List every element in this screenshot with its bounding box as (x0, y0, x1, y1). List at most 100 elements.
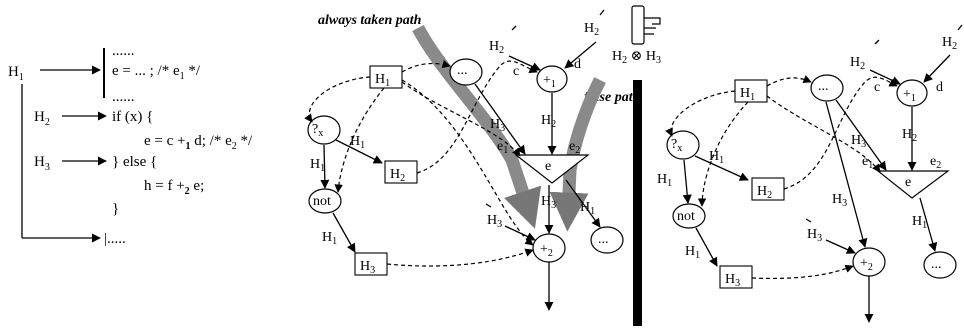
h2-arrow-into-plus1-b (564, 41, 597, 69)
r-h3-box-label: H3 (725, 272, 740, 289)
r-h1-to-not-dashed (697, 101, 749, 207)
pointing-hand-fingers (644, 17, 661, 35)
r-dots-to-plus2-arrow (825, 101, 868, 248)
r-dots-node-bottom (923, 251, 957, 279)
plus1-node (536, 65, 568, 93)
r-dots-node-top (810, 74, 844, 102)
code-line-e2: e = c +1 d; /* e2 */ (144, 133, 253, 152)
code-line-h: h = f +2 e; (144, 178, 204, 197)
code-h3-label: H3 (34, 154, 50, 173)
not-node (308, 188, 342, 214)
e-triangle-label: e (545, 159, 551, 174)
r-h2-box-label: H2 (757, 184, 772, 201)
code-h2-label: H2 (34, 109, 50, 128)
r-not-to-h3-arrow (695, 227, 718, 267)
r-tick-mark-2 (957, 24, 963, 31)
dots-node-top-label: ... (457, 63, 468, 78)
top-h2-label-b: H2 (584, 21, 599, 38)
r-dots-to-e-arrow (835, 99, 887, 171)
tick-mark-1 (511, 25, 517, 31)
code-h1-label: H1 (8, 64, 24, 83)
r-qx-to-h2-arrow (694, 155, 749, 181)
qx-to-h2-arrow (335, 139, 383, 164)
c-label: c (513, 64, 519, 79)
h1-edge-label-mid: H1 (350, 134, 365, 151)
always-taken-path-arrow (412, 24, 542, 229)
e-triangle (514, 154, 590, 184)
h3-label-plus2-in: H3 (487, 213, 502, 230)
r-dots-node-top-label: ... (818, 79, 829, 94)
middle-graph: always taken path false path H1 ... +1 c… (304, 9, 641, 311)
h3-edge-label: H3 (490, 117, 505, 134)
r-h1-to-e-dashed (766, 95, 881, 173)
code-line-dots-3: |..... (104, 231, 126, 247)
pointing-hand-icon (631, 5, 645, 45)
h2-box (384, 160, 418, 184)
r-h1-to-qx-dashed (665, 90, 736, 137)
top-h2-label-a: H2 (489, 39, 504, 56)
h1-edge-label-e: H1 (580, 200, 595, 217)
question-x-node (307, 115, 341, 145)
plus2-node-label: +2 (540, 242, 553, 259)
code-line-dots-1: ...... (112, 43, 135, 59)
code-line-else: } else { (112, 154, 157, 170)
h1-to-not-dashed (334, 87, 385, 193)
h1-edge-label-not: H1 (322, 230, 337, 247)
r-e2-label: e2 (930, 154, 941, 171)
code-line-if: if (x) { (112, 109, 153, 125)
d-label: d (574, 57, 581, 72)
h3-box-label: H3 (360, 259, 375, 276)
tick-mark-2 (599, 9, 605, 16)
r-c-label: c (874, 80, 880, 95)
r-h3-edge-label-dots: H3 (832, 192, 847, 209)
divider-merge-label: H2 ⊗ H3 (612, 49, 661, 66)
r-dots-node-bottom-label: ... (931, 257, 942, 272)
h1-to-qx-dashed (304, 76, 371, 123)
r-h3-into-plus2-arrow (825, 239, 856, 254)
h1-to-dots-dashed (401, 59, 451, 73)
h3-to-plus2-dashed (386, 248, 534, 267)
r-h1-box-label: H1 (740, 86, 755, 103)
r-h1-edge-label-not: H1 (685, 244, 700, 261)
r-question-x-node-label: ?x (671, 137, 682, 154)
tick-mark-3 (485, 203, 492, 208)
qx-to-not-arrow (320, 144, 330, 189)
e-to-dots-arrow (565, 179, 601, 228)
r-plus2-node-label: +2 (860, 256, 873, 273)
r-e-to-dots-arrow (919, 197, 938, 252)
r-h3-box (719, 265, 753, 289)
not-to-h3-arrow (332, 212, 356, 253)
r-h1-edge-label-mid: H1 (709, 149, 724, 166)
e2-label: e2 (569, 139, 580, 156)
r-plus1-node (896, 79, 928, 107)
r-e1-label: e1 (862, 154, 873, 171)
r-h2-to-plus1-dashed (783, 76, 898, 190)
r-h3-edge-label: H3 (851, 133, 866, 150)
dots-to-e-arrow (474, 83, 526, 155)
h1-to-e-dashed (401, 81, 521, 157)
h3-into-plus2-arrow (504, 225, 536, 241)
r-h3-label-plus2-in: H3 (807, 227, 822, 244)
r-question-x-node (666, 130, 700, 160)
not-node-label: not (313, 194, 331, 209)
right-graph: H1 ... +1 c d H2 H2 e e1 e2 H2 H3 ?x H1 … (657, 24, 963, 323)
r-plus1-node-label: +1 (903, 87, 916, 104)
r-h1-edge-label-qx: H1 (657, 172, 672, 189)
h3-edge-label-e: H3 (541, 194, 556, 211)
r-h2-arrow-into-plus1-b (923, 54, 951, 83)
divider-bar (633, 80, 642, 326)
r-e-triangle (876, 170, 950, 199)
divider: H2 ⊗ H3 (612, 5, 661, 326)
plus1-node-label: +1 (543, 73, 556, 90)
h1-edge-label-qx: H1 (310, 157, 325, 174)
code-line-e1: e = ... ; /* e1 */ (112, 63, 201, 82)
h2-edge-label: H2 (541, 113, 556, 130)
r-d-label: d (936, 80, 943, 95)
r-h1-edge-label-e: H1 (912, 214, 927, 231)
h2-to-plus1-dashed (416, 60, 538, 174)
r-tick-mark-1 (874, 39, 880, 45)
always-taken-path-label: always taken path (318, 13, 422, 28)
r-not-node-label: not (677, 209, 695, 224)
r-h2-edge-label: H2 (902, 127, 917, 144)
